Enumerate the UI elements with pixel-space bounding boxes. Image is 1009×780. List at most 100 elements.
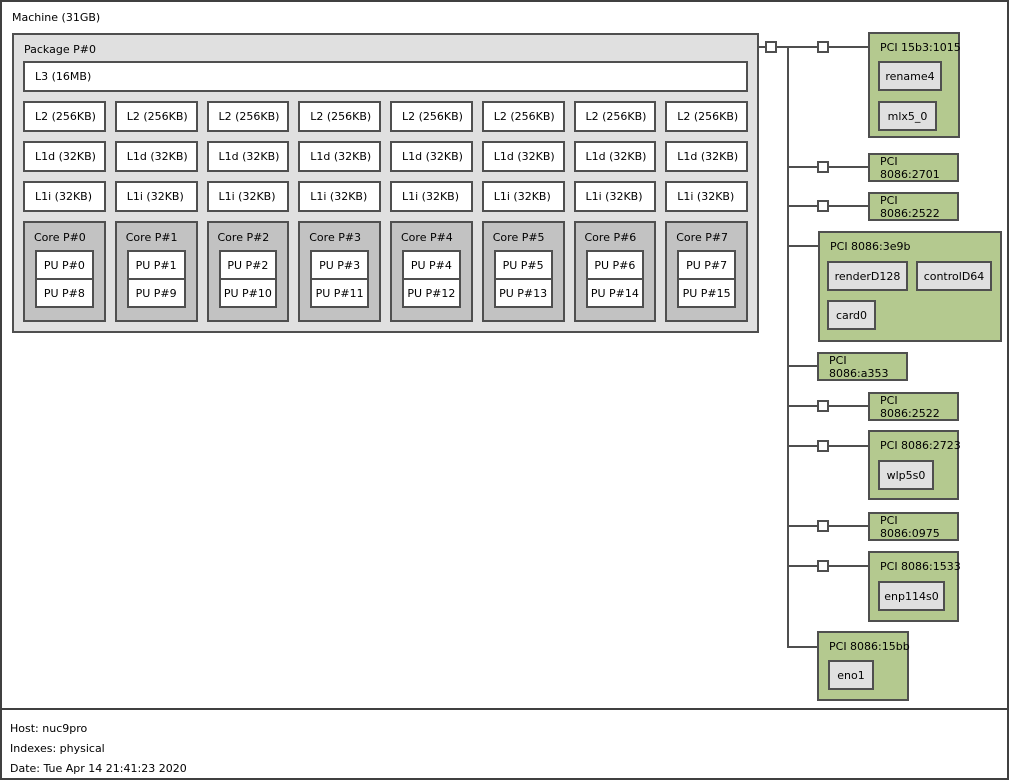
pu-box: PU P#2 xyxy=(218,250,278,280)
legend-host: Host: nuc9pro xyxy=(10,722,88,735)
pu-box: PU P#14 xyxy=(585,278,645,308)
pu-stack: PU P#0 PU P#8 xyxy=(35,250,94,308)
core-label: Core P#2 xyxy=(217,231,270,244)
l1d-cache-box: L1d (32KB) xyxy=(23,141,106,172)
pci-bridge xyxy=(817,400,829,412)
os-device-box: enp114s0 xyxy=(878,581,945,611)
l1i-cache-box: L1i (32KB) xyxy=(665,181,748,212)
pu-box: PU P#12 xyxy=(402,278,461,308)
pu-box: PU P#0 xyxy=(35,250,94,280)
pu-box: PU P#7 xyxy=(677,250,736,280)
pci-device-box: PCI 8086:0975 xyxy=(868,512,959,541)
l1i-cache-box: L1i (32KB) xyxy=(298,181,381,212)
connector-line xyxy=(757,46,868,48)
pci-bridge xyxy=(765,41,777,53)
pu-stack: PU P#6 PU P#14 xyxy=(585,250,645,308)
connector-line xyxy=(787,46,789,648)
l1d-cache-box: L1d (32KB) xyxy=(573,141,657,172)
l2-cache-box: L2 (256KB) xyxy=(481,101,565,132)
os-device-box: renderD128 xyxy=(827,261,908,291)
legend-date: Date: Tue Apr 14 21:41:23 2020 xyxy=(10,762,187,775)
os-device-box: card0 xyxy=(827,300,876,330)
pu-stack: PU P#7 PU P#15 xyxy=(677,250,736,308)
pci-device-box: PCI 8086:2701 xyxy=(868,153,959,182)
core-box: Core P#1 PU P#1 PU P#9 xyxy=(114,221,198,322)
pci-device-label: PCI 8086:1533 xyxy=(880,560,961,573)
legend-indexes: Indexes: physical xyxy=(10,742,105,755)
l2-cache-row: L2 (256KB) L2 (256KB) L2 (256KB) L2 (256… xyxy=(23,101,748,132)
pu-box: PU P#10 xyxy=(218,278,278,308)
pu-box: PU P#1 xyxy=(126,250,186,280)
os-device-box: controlD64 xyxy=(916,261,992,291)
l1d-cache-box: L1d (32KB) xyxy=(390,141,473,172)
core-box: Core P#4 PU P#4 PU P#12 xyxy=(390,221,473,322)
core-box: Core P#6 PU P#6 PU P#14 xyxy=(573,221,657,322)
core-row: Core P#0 PU P#0 PU P#8 Core P#1 PU P#1 P… xyxy=(23,221,748,322)
l2-cache-box: L2 (256KB) xyxy=(573,101,657,132)
l1i-cache-box: L1i (32KB) xyxy=(573,181,657,212)
pci-device-box: PCI 8086:1533 enp114s0 xyxy=(868,551,961,622)
pu-stack: PU P#3 PU P#11 xyxy=(310,250,369,308)
l1i-cache-box: L1i (32KB) xyxy=(390,181,473,212)
l1d-cache-box: L1d (32KB) xyxy=(665,141,748,172)
pu-box: PU P#13 xyxy=(493,278,553,308)
pci-bridge xyxy=(817,200,829,212)
l1i-cache-box: L1i (32KB) xyxy=(114,181,198,212)
pu-box: PU P#4 xyxy=(402,250,461,280)
pu-box: PU P#9 xyxy=(126,278,186,308)
pu-stack: PU P#5 PU P#13 xyxy=(493,250,553,308)
os-device-box: eno1 xyxy=(828,660,874,690)
pu-stack: PU P#1 PU P#9 xyxy=(126,250,186,308)
pci-bridge xyxy=(817,560,829,572)
core-label: Core P#0 xyxy=(34,231,86,244)
l1d-cache-box: L1d (32KB) xyxy=(298,141,381,172)
pci-device-box: PCI 8086:2723 wlp5s0 xyxy=(868,430,961,500)
l1d-cache-box: L1d (32KB) xyxy=(206,141,290,172)
l2-cache-box: L2 (256KB) xyxy=(665,101,748,132)
pci-device-box: PCI 8086:a353 xyxy=(817,352,908,381)
pu-box: PU P#11 xyxy=(310,278,369,308)
core-label: Core P#4 xyxy=(401,231,453,244)
l2-cache-box: L2 (256KB) xyxy=(23,101,106,132)
l2-cache-box: L2 (256KB) xyxy=(298,101,381,132)
pu-box: PU P#3 xyxy=(310,250,369,280)
pu-box: PU P#6 xyxy=(585,250,645,280)
core-box: Core P#0 PU P#0 PU P#8 xyxy=(23,221,106,322)
pu-stack: PU P#2 PU P#10 xyxy=(218,250,278,308)
pci-device-box: PCI 15b3:1015 rename4 mlx5_0 xyxy=(868,32,961,138)
pci-device-box: PCI 8086:2522 xyxy=(868,192,959,221)
machine-box: Machine (31GB) Package P#0 L3 (16MB) L2 … xyxy=(2,2,1007,710)
l1d-cache-box: L1d (32KB) xyxy=(481,141,565,172)
pci-device-label: PCI 8086:15bb xyxy=(829,640,910,653)
pci-device-box: PCI 8086:3e9b renderD128 controlD64 card… xyxy=(818,231,1002,342)
package-box: Package P#0 L3 (16MB) L2 (256KB) L2 (256… xyxy=(12,33,759,333)
l1i-cache-row: L1i (32KB) L1i (32KB) L1i (32KB) L1i (32… xyxy=(23,181,748,212)
os-device-box: wlp5s0 xyxy=(878,460,934,490)
core-label: Core P#7 xyxy=(676,231,729,244)
pu-box: PU P#15 xyxy=(677,278,736,308)
core-label: Core P#5 xyxy=(492,231,545,244)
pci-bridge xyxy=(817,161,829,173)
l2-cache-box: L2 (256KB) xyxy=(114,101,198,132)
core-box: Core P#3 PU P#3 PU P#11 xyxy=(298,221,381,322)
pci-device-label: PCI 8086:3e9b xyxy=(830,240,911,253)
core-label: Core P#6 xyxy=(584,231,637,244)
l1d-cache-box: L1d (32KB) xyxy=(114,141,198,172)
pci-device-label: PCI 15b3:1015 xyxy=(880,41,961,54)
connector-line xyxy=(787,646,819,648)
pci-bridge xyxy=(817,440,829,452)
pu-box: PU P#8 xyxy=(35,278,94,308)
core-label: Core P#3 xyxy=(309,231,362,244)
pu-stack: PU P#4 PU P#12 xyxy=(402,250,461,308)
connector-line xyxy=(787,245,820,247)
core-box: Core P#2 PU P#2 PU P#10 xyxy=(206,221,290,322)
l2-cache-box: L2 (256KB) xyxy=(390,101,473,132)
connector-line xyxy=(787,365,819,367)
l1i-cache-box: L1i (32KB) xyxy=(23,181,106,212)
l1i-cache-box: L1i (32KB) xyxy=(481,181,565,212)
pu-box: PU P#5 xyxy=(493,250,553,280)
pci-bridge xyxy=(817,41,829,53)
l1i-cache-box: L1i (32KB) xyxy=(206,181,290,212)
core-label: Core P#1 xyxy=(125,231,178,244)
